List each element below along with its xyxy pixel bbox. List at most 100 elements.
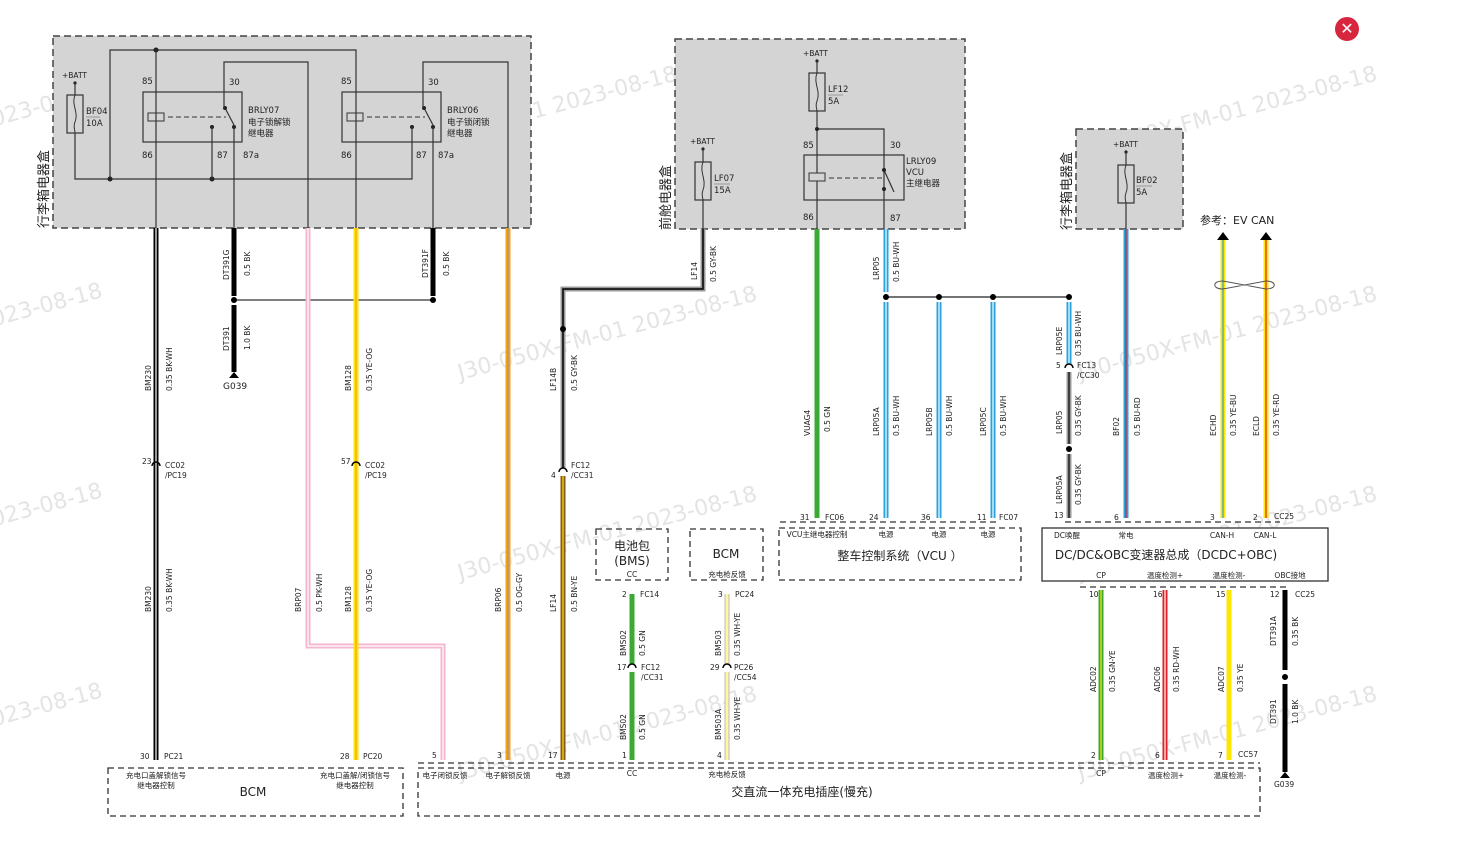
wire-id: BF02 (1112, 417, 1121, 436)
wire-spec: 0.35 WH-YE (733, 696, 742, 740)
connector-name: FC12 (571, 461, 590, 470)
vcu-pin-label: 电源 (879, 529, 894, 539)
pin-number: 28 (340, 752, 350, 761)
module-bms (595, 528, 669, 581)
pin-number: 10 (1089, 590, 1099, 599)
connector-name: /CC54 (734, 673, 757, 682)
wire-brp07 (305, 228, 446, 760)
wire-id: BRP06 (494, 587, 503, 612)
pin-label: 30 (428, 78, 439, 88)
vcu-title: 整车控制系统（VCU ） (837, 548, 962, 563)
modules: 电池包 (BMS) CC BCM 充电枪反馈 VCU主继电器控制 电源 电源 电… (107, 521, 1329, 817)
pin-number: 3 (497, 751, 502, 760)
brly06-desc: 电子锁闭锁 (447, 117, 490, 128)
pin-number: 1 (622, 751, 627, 760)
pin-label: 30 (890, 141, 901, 151)
pin-number: 23 (142, 457, 152, 466)
wire-spec: 1.0 BK (1291, 699, 1300, 724)
dcdc-pin-label: 常电 (1119, 530, 1135, 540)
wire-id: ADC02 (1089, 666, 1098, 692)
pin-label: 87 (890, 214, 901, 224)
lrly09-desc: VCU (906, 168, 924, 178)
connector-name: FC07 (999, 513, 1018, 522)
connector-name: /PC19 (165, 471, 187, 480)
pin-number: 24 (869, 513, 879, 522)
relay-coil-icon (346, 112, 364, 122)
wire-id: ECLD (1252, 416, 1261, 436)
relay-lrly09 (803, 154, 905, 201)
pin-number: 29 (710, 663, 720, 672)
pin-number: 17 (548, 751, 558, 760)
lf07-rating: 15A (714, 186, 731, 196)
connector-name: CC25 (1295, 590, 1315, 599)
connector-name: PC21 (164, 752, 184, 761)
trunk-box-right: 行李箱电器盒 +BATT BF02 5A (1059, 128, 1184, 230)
wire-id: LRP05A (1055, 475, 1064, 504)
wire-spec: 0.35 YE-OG (365, 348, 374, 391)
pin-number: 11 (977, 513, 987, 522)
bcm-pin-label: 充电口盖解锁信号 (126, 770, 186, 780)
lf12-rating: 5A (828, 97, 839, 107)
bf02-name: BF02 (1136, 176, 1158, 186)
module-bcm-small (689, 528, 764, 581)
connector-name: FC12 (641, 663, 660, 672)
wire-id: BM503 (714, 630, 723, 656)
pin-label: 87a (438, 151, 454, 161)
ground-label: G039 (223, 382, 247, 392)
connector-name: CC25 (1274, 512, 1294, 521)
ground-label: G039 (1274, 780, 1294, 789)
socket-title: 交直流一体充电插座(慢充) (731, 784, 872, 799)
connector-name: CC57 (1238, 750, 1258, 759)
pin-number: 2 (1091, 751, 1096, 760)
wire-spec: 0.35 GN-YE (1108, 650, 1117, 692)
wire-id: ADC06 (1153, 666, 1162, 692)
pin-label: 86 (803, 213, 814, 223)
connector-name: CC02 (165, 461, 185, 470)
socket-pin-label: 温度检测- (1214, 770, 1247, 780)
wire-id: BM230 (144, 586, 153, 612)
close-button[interactable]: ✕ (1335, 17, 1359, 41)
bcm-small-pin-label: 充电枪反馈 (708, 569, 746, 579)
wire-spec: 0.35 WH-YE (733, 612, 742, 656)
bf02-supply-label: +BATT (1113, 140, 1138, 149)
twisted-pair-icon (1214, 280, 1275, 290)
brly06-name: BRLY06 (447, 106, 478, 116)
pin-label: 87 (416, 151, 427, 161)
relay-coil-icon (808, 172, 826, 182)
pin-label: 85 (341, 77, 352, 87)
can-reference-label: 参考：EV CAN (1200, 213, 1274, 227)
relay-brly07 (142, 91, 243, 143)
wire-id: LRP05 (1055, 410, 1064, 434)
pin-number: 2 (1253, 513, 1258, 522)
socket-pin-label: CP (1096, 769, 1106, 778)
module-dcdc-obc (1041, 527, 1329, 582)
wire-id: LF14 (690, 262, 699, 280)
dcdc-pin-label: CP (1096, 571, 1106, 580)
pin-number: 3 (718, 590, 723, 599)
connector-name: PC20 (363, 752, 383, 761)
bcm-small-title: BCM (713, 547, 740, 561)
dcdc-title: DC/DC&OBC变速器总成（DCDC+OBC) (1055, 547, 1277, 562)
connector-name: FC13 (1077, 361, 1096, 370)
wire-spec: 0.5 BU-WH (892, 242, 901, 282)
wire-id: DT391A (1269, 615, 1278, 646)
wire-id: BM230 (144, 365, 153, 391)
wire-spec: 0.5 BK (243, 251, 252, 276)
pin-number: 6 (1155, 751, 1160, 760)
wire-spec: 0.5 GY-BK (570, 354, 579, 391)
dcdc-pin-label: 温度检测+ (1147, 570, 1183, 580)
dcdc-pin-label: CAN-L (1254, 531, 1278, 540)
pin-number: 15 (1216, 590, 1226, 599)
wire-spec: 0.5 GY-BK (709, 245, 718, 282)
wire-id: BRP07 (294, 587, 303, 612)
dcdc-pin-label: OBC接地 (1274, 570, 1306, 580)
wire-spec: 0.5 BU-RD (1133, 397, 1142, 436)
wire-spec: 0.5 GN (638, 630, 647, 656)
front-box-label: 前舱电器盒 (658, 165, 674, 230)
lrly09-desc: 主继电器 (906, 178, 941, 189)
wire-spec: 0.35 BK-WH (165, 347, 174, 391)
wire-spec: 0.35 GY-BK (1074, 394, 1083, 436)
vcu-pin-label: 电源 (981, 529, 996, 539)
pin-number: 36 (921, 513, 931, 522)
bf04-name: BF04 (86, 107, 108, 117)
